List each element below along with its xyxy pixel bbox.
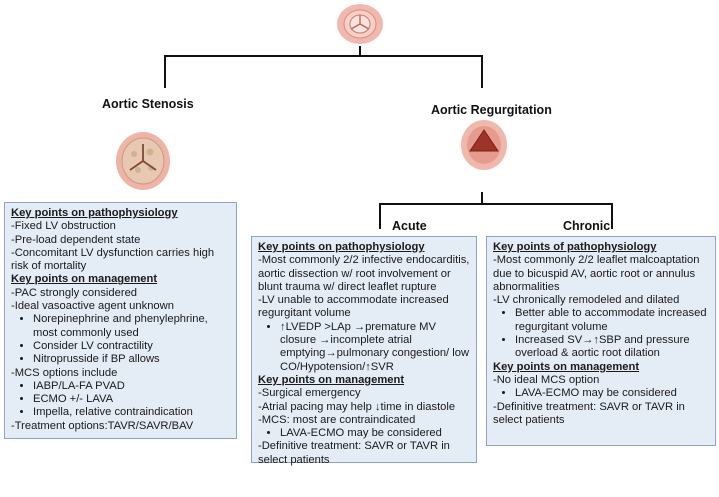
list-item: Norepinephrine and phenylephrine, most c… (33, 313, 230, 340)
acute-point: -Atrial pacing may help ↓time in diastol… (258, 400, 456, 413)
stenosis-point: -Treatment options:TAVR/SAVR/BAV (11, 419, 194, 432)
acute-heading: Acute (392, 219, 427, 233)
management-heading: Key points on management (258, 373, 405, 386)
stenosis-point: -Ideal vasoactive agent unknown (11, 300, 174, 313)
regurgitant-aortic-valve-icon (461, 120, 507, 170)
stenotic-aortic-valve-icon (116, 132, 170, 190)
chronic-point: -Definitive treatment: SAVR or TAVR in s… (493, 400, 685, 426)
list-item: Nitroprusside if BP allows (33, 353, 230, 366)
pathophysiology-heading: Key points of pathophysiology (493, 241, 657, 253)
list-item: LAVA-ECMO may be considered (515, 387, 709, 400)
stenosis-point: -MCS options include (11, 366, 118, 379)
aortic-stenosis-heading: Aortic Stenosis (102, 97, 194, 111)
top-branch-line (164, 55, 483, 88)
list-item: Better able to accommodate increased reg… (515, 307, 709, 334)
chronic-mcs-list: LAVA-ECMO may be considered (493, 387, 709, 400)
acute-point: -MCS: most are contraindicated (258, 413, 416, 426)
aortic-regurgitation-heading: Aortic Regurgitation (431, 103, 552, 117)
acute-point: -Surgical emergency (258, 387, 361, 400)
stenosis-point: -Fixed LV obstruction (11, 220, 116, 233)
list-item: LAVA-ECMO may be considered (280, 427, 470, 440)
list-item: ↑LVEDP >LAp →premature MV closure →incom… (280, 321, 470, 374)
management-heading: Key points on management (11, 273, 158, 286)
list-item: ECMO +/- LAVA (33, 393, 230, 406)
chronic-info-box: Key points of pathophysiology -Most comm… (486, 236, 716, 446)
mcs-list: IABP/LA-FA PVAD ECMO +/- LAVA Impella, r… (11, 380, 230, 420)
list-item: Increased SV→↑SBP and pressure overload … (515, 334, 709, 361)
management-heading: Key points on management (493, 360, 640, 373)
acute-mcs-list: LAVA-ECMO may be considered (258, 427, 470, 440)
vasoactive-list: Norepinephrine and phenylephrine, most c… (11, 313, 230, 366)
acute-info-box: Key points on pathophysiology -Most comm… (251, 236, 477, 466)
acute-point: -LV unable to accommodate increased regu… (258, 294, 449, 320)
acute-point: -Most commonly 2/2 infective endocarditi… (258, 254, 470, 293)
normal-aortic-valve-icon (337, 4, 383, 44)
acute-mechanism-list: ↑LVEDP >LAp →premature MV closure →incom… (258, 321, 470, 374)
chronic-point: -No ideal MCS option (493, 373, 600, 386)
stenosis-point: -Concomitant LV dysfunction carries high… (11, 246, 215, 273)
list-item: Impella, relative contraindication (33, 406, 230, 419)
chronic-point: -Most commonly 2/2 leaflet malcoaptation… (493, 254, 700, 293)
stenosis-point: -PAC strongly considered (11, 286, 138, 299)
list-item: Consider LV contractility (33, 340, 230, 353)
chronic-remodel-list: Better able to accommodate increased reg… (493, 307, 709, 360)
pathophysiology-heading: Key points on pathophysiology (11, 207, 178, 219)
stenosis-point: -Pre-load dependent state (11, 233, 141, 246)
chronic-heading: Chronic (563, 219, 611, 233)
stenosis-info-box: Key points on pathophysiology -Fixed LV … (4, 202, 237, 439)
chronic-point: -LV chronically remodeled and dilated (493, 294, 680, 307)
pathophysiology-heading: Key points on pathophysiology (258, 241, 425, 253)
list-item: IABP/LA-FA PVAD (33, 380, 230, 393)
ar-branch-line (379, 203, 613, 229)
acute-point: -Definitive treatment: SAVR or TAVR in s… (258, 440, 450, 466)
